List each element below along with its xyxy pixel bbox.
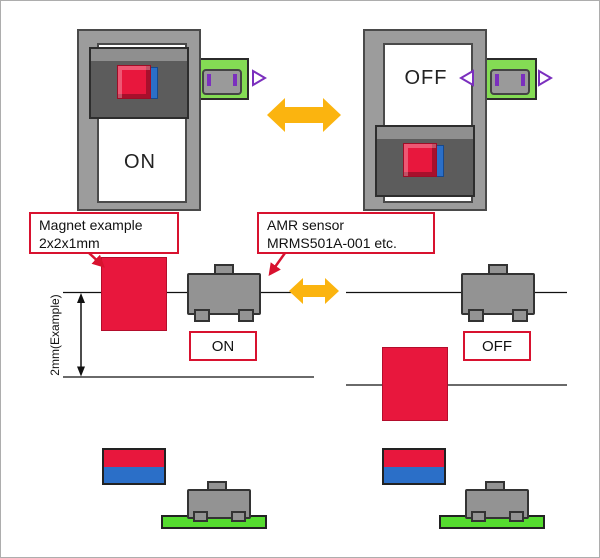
sensor-foot <box>512 309 528 322</box>
sensor-body <box>461 273 535 315</box>
chip-stripe <box>207 74 211 86</box>
pole-magnet-left <box>102 448 166 485</box>
sensor-callout-line1: AMR sensor <box>267 217 345 233</box>
dimension-double-arrow-icon <box>77 293 85 377</box>
magnet-callout-line2: 2x2x1mm <box>39 235 100 251</box>
board-sensor-right <box>465 481 529 522</box>
sensor-foot <box>238 309 254 322</box>
state-box-on-label: ON <box>211 337 235 355</box>
magnet-block-off <box>382 347 448 421</box>
sensor-chip-right <box>490 69 530 95</box>
sensor-foot <box>509 511 524 522</box>
dimension-label: 2mm(Example) <box>48 294 62 376</box>
chip-stripe <box>495 74 499 86</box>
magnet-callout-line1: Magnet example <box>39 217 143 233</box>
sensor-callout-box: AMR sensor MRMS501A-001 etc. <box>257 212 435 254</box>
magnet-cube-left <box>117 65 151 99</box>
magnet-cube-right <box>403 143 437 177</box>
amr-sensor-on <box>187 264 261 322</box>
sensor-foot <box>471 511 486 522</box>
sensor-callout-arrow-icon <box>268 252 287 277</box>
purple-arrow-right-left-switch-icon <box>252 69 267 87</box>
sensor-foot <box>193 511 208 522</box>
magnet-south-pole <box>104 466 164 483</box>
pcb-stub-left <box>197 58 249 100</box>
yellow-double-arrow-top-icon <box>267 98 341 132</box>
pole-magnet-right <box>382 448 446 485</box>
purple-arrow-right-right-switch-icon <box>538 69 553 87</box>
state-box-off: OFF <box>463 331 531 361</box>
magnet-block-on <box>101 257 167 331</box>
board-sensor-left <box>187 481 251 522</box>
state-box-off-label: OFF <box>482 337 512 355</box>
pcb-stub-right <box>485 58 537 100</box>
sensor-foot <box>231 511 246 522</box>
sensor-foot <box>194 309 210 322</box>
switch-state-label-left: ON <box>124 151 156 173</box>
sensor-callout-line2: MRMS501A-001 etc. <box>267 235 397 251</box>
rocker-right-down <box>375 125 475 197</box>
sensor-body <box>187 273 261 315</box>
yellow-double-arrow-middle-icon <box>289 278 339 304</box>
magnet-south-pole <box>384 466 444 483</box>
magnet-north-pole <box>104 450 164 467</box>
switch-state-label-right: OFF <box>404 67 448 89</box>
sensor-foot <box>468 309 484 322</box>
rocker-left-up <box>89 47 189 119</box>
chip-stripe <box>521 74 525 86</box>
state-box-on: ON <box>189 331 257 361</box>
magnet-north-pole <box>384 450 444 467</box>
sensor-chip-left <box>202 69 242 95</box>
switch-frame-right: OFF <box>363 29 487 211</box>
amr-sensor-off <box>461 264 535 322</box>
magnet-callout-box: Magnet example 2x2x1mm <box>29 212 179 254</box>
switch-frame-left: ON <box>77 29 201 211</box>
chip-stripe <box>233 74 237 86</box>
